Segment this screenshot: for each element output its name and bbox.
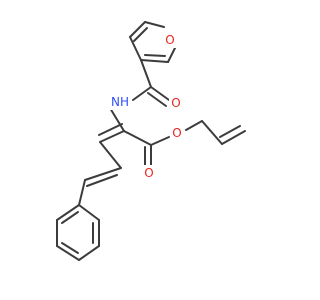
bond-double (86, 174, 118, 187)
bond (185, 120, 203, 131)
bond-double (98, 123, 123, 136)
amide-oxygen-label: O (169, 95, 183, 111)
bond-double (147, 92, 167, 107)
amide-group (109, 59, 170, 132)
amide-nitrogen-text: NH (111, 95, 129, 109)
furan-oxygen-label: O (163, 32, 177, 48)
bond-double (144, 54, 166, 57)
bond-double (61, 211, 79, 224)
furan-ring (129, 21, 177, 63)
bond (129, 36, 142, 61)
bond (84, 167, 122, 181)
bond (109, 107, 125, 132)
furan-oxygen-text: O (165, 33, 174, 47)
bond-double (133, 27, 148, 42)
bond (140, 59, 152, 88)
ester-link-oxygen-text: O (172, 126, 181, 140)
bond (99, 141, 122, 169)
bond (78, 179, 86, 206)
bond (201, 120, 223, 145)
bond (144, 21, 165, 28)
molecule-drawing: O O NH O O (56, 21, 246, 261)
ester-carbonyl-oxygen-text: O (144, 166, 153, 180)
ester-group (123, 120, 246, 168)
bond (56, 245, 80, 261)
bond (150, 86, 170, 101)
structure-canvas: O O NH O O (56, 21, 246, 261)
ester-link-oxygen-label: O (170, 125, 184, 141)
amide-oxygen-text: O (171, 96, 180, 110)
bond (99, 130, 125, 143)
bond-double (219, 125, 241, 138)
bond (167, 45, 177, 63)
atom-labels: O O NH O O (108, 32, 184, 181)
amide-nitrogen-label: NH (108, 94, 132, 110)
bond (150, 136, 170, 146)
diene-chain (78, 123, 125, 206)
bond (129, 21, 146, 38)
bond (221, 130, 246, 145)
ester-carbonyl-oxygen-label: O (142, 165, 156, 181)
bond (123, 130, 152, 146)
phenyl-ring (56, 204, 100, 261)
bond (78, 204, 100, 221)
bond (132, 86, 152, 101)
bond (140, 59, 169, 63)
bond (56, 204, 80, 221)
bond (78, 245, 100, 261)
bond-double (61, 242, 79, 254)
